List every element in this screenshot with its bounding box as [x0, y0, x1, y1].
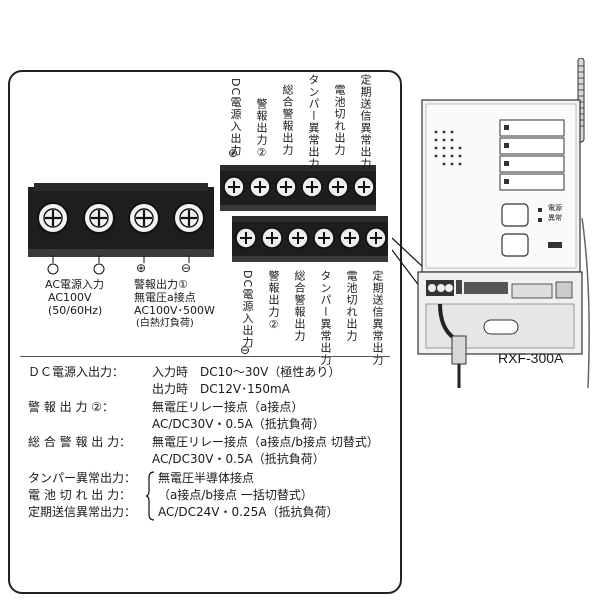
ac-input-label-3: (50/60Hz) — [48, 304, 103, 317]
dc-lower-screw-3 — [287, 227, 309, 249]
ac-plus-sign: ⊕ — [136, 261, 147, 275]
device-model-label: RXF-300A — [498, 350, 564, 366]
dc-upper-screw-3 — [275, 176, 297, 198]
device-dc-terminal-icon — [464, 282, 508, 294]
dc-upper-screw-5 — [327, 176, 349, 198]
spec-group-line2: （a接点/b接点 一括切替式） — [158, 488, 313, 502]
ac-screw-1 — [37, 202, 69, 234]
dc-terminal-block-lower — [232, 216, 388, 262]
spec-total-row: 総 合 警 報 出 力： 無電圧リレー接点（a接点/b接点 切替式） — [28, 434, 379, 451]
ac-input-label-2: AC100V — [48, 291, 92, 304]
spec-total-line2: AC/DC30V・0.5A（抵抗負荷） — [152, 452, 325, 466]
alarm1-label-4: (白熱灯負荷) — [136, 318, 194, 329]
switch-icon — [548, 242, 562, 248]
dc-top-plus-sign: ⊕ — [228, 146, 239, 160]
spec-group-line3: AC/DC24V・0.25A（抵抗負荷） — [158, 505, 339, 519]
dc-top-label-4: タンパー異常出力 — [307, 74, 320, 170]
spec-alarm2-row: 警 報 出 力 ②： 無電圧リレー接点（a接点） — [28, 399, 303, 416]
spec-battery-key: 電 池 切 れ 出 力： — [28, 488, 132, 502]
dc-upper-screw-6 — [353, 176, 375, 198]
spec-dc-key: ＤＣ電源入出力： — [28, 365, 125, 379]
spec-divider — [20, 356, 390, 357]
dc-lower-screw-1 — [235, 227, 257, 249]
alarm1-label-3: AC100V･500W — [134, 304, 215, 317]
device-illustration — [392, 58, 590, 388]
led-label-power: 電源 — [548, 204, 562, 212]
ac-input-label-1: AC電源入力 — [45, 278, 105, 291]
dc-bottom-label-4: タンパー異常出力 — [319, 270, 332, 366]
dc-lower-screw-4 — [313, 227, 335, 249]
dc-top-label-6: 定期送信異常出力 — [359, 74, 372, 170]
cable-gland-icon — [451, 335, 467, 365]
dc-bottom-label-6: 定期送信異常出力 — [371, 270, 384, 366]
spec-group-brace — [146, 471, 155, 521]
dc-lower-screw-2 — [261, 227, 283, 249]
spec-dc-line2: 出力時 DC12V･150mA — [152, 382, 290, 396]
dc-lower-screw-5 — [339, 227, 361, 249]
dc-bottom-minus-sign: ⊖ — [240, 343, 251, 357]
spec-total-line1: 無電圧リレー接点（a接点/b接点 切替式） — [152, 435, 379, 449]
led-fault-icon — [538, 218, 542, 222]
dc-bottom-label-1: DC電源入出力 — [241, 270, 254, 349]
spec-dc-row: ＤＣ電源入出力： 入力時 DC10～30V（極性あり） — [28, 364, 340, 381]
dc-upper-screw-4 — [301, 176, 323, 198]
ac-minus-sign: ⊖ — [181, 261, 192, 275]
dc-top-label-5: 電池切れ出力 — [333, 84, 346, 156]
spec-total-key: 総 合 警 報 出 力： — [28, 435, 132, 449]
spec-alarm2-key: 警 報 出 力 ②： — [28, 400, 115, 414]
indicator-windows — [499, 119, 565, 191]
ac-screw-4 — [173, 202, 205, 234]
ac-terminal-block — [28, 183, 214, 257]
dc-upper-screw-1 — [223, 176, 245, 198]
spec-alarm2-line1: 無電圧リレー接点（a接点） — [152, 400, 304, 414]
alarm1-label-1: 警報出力① — [134, 278, 188, 291]
spec-periodic-key: 定期送信異常出力： — [28, 505, 137, 519]
led-label-fault: 異常 — [548, 214, 562, 222]
speaker-grille-icon — [434, 130, 462, 166]
spec-dc-line1: 入力時 DC10～30V（極性あり） — [152, 365, 341, 379]
ac-screw-2 — [83, 202, 115, 234]
dc-top-label-3: 総合警報出力 — [281, 84, 294, 156]
device-button-1 — [501, 203, 529, 227]
dc-terminal-block-upper — [220, 165, 376, 211]
dc-bottom-label-5: 電池切れ出力 — [345, 270, 358, 342]
ac-screw-3 — [128, 202, 160, 234]
dc-bottom-label-3: 総合警報出力 — [293, 270, 306, 342]
dc-top-label-2: 警報出力② — [255, 98, 268, 160]
dc-bottom-label-2: 警報出力② — [267, 270, 280, 332]
dc-top-label-1: DC電源入出力 — [229, 78, 242, 157]
spec-tamper-key: タンパー異常出力： — [28, 471, 137, 485]
ac-pin-row — [47, 255, 190, 275]
diagram-panel — [8, 70, 402, 594]
spec-group-line1: 無電圧半導体接点 — [158, 471, 255, 485]
alarm1-label-2: 無電圧a接点 — [134, 291, 196, 304]
dc-upper-screw-2 — [249, 176, 271, 198]
dc-lower-screw-6 — [365, 227, 387, 249]
spec-alarm2-line2: AC/DC30V・0.5A（抵抗負荷） — [152, 417, 325, 431]
led-power-icon — [538, 208, 542, 212]
device-button-2 — [501, 233, 529, 257]
